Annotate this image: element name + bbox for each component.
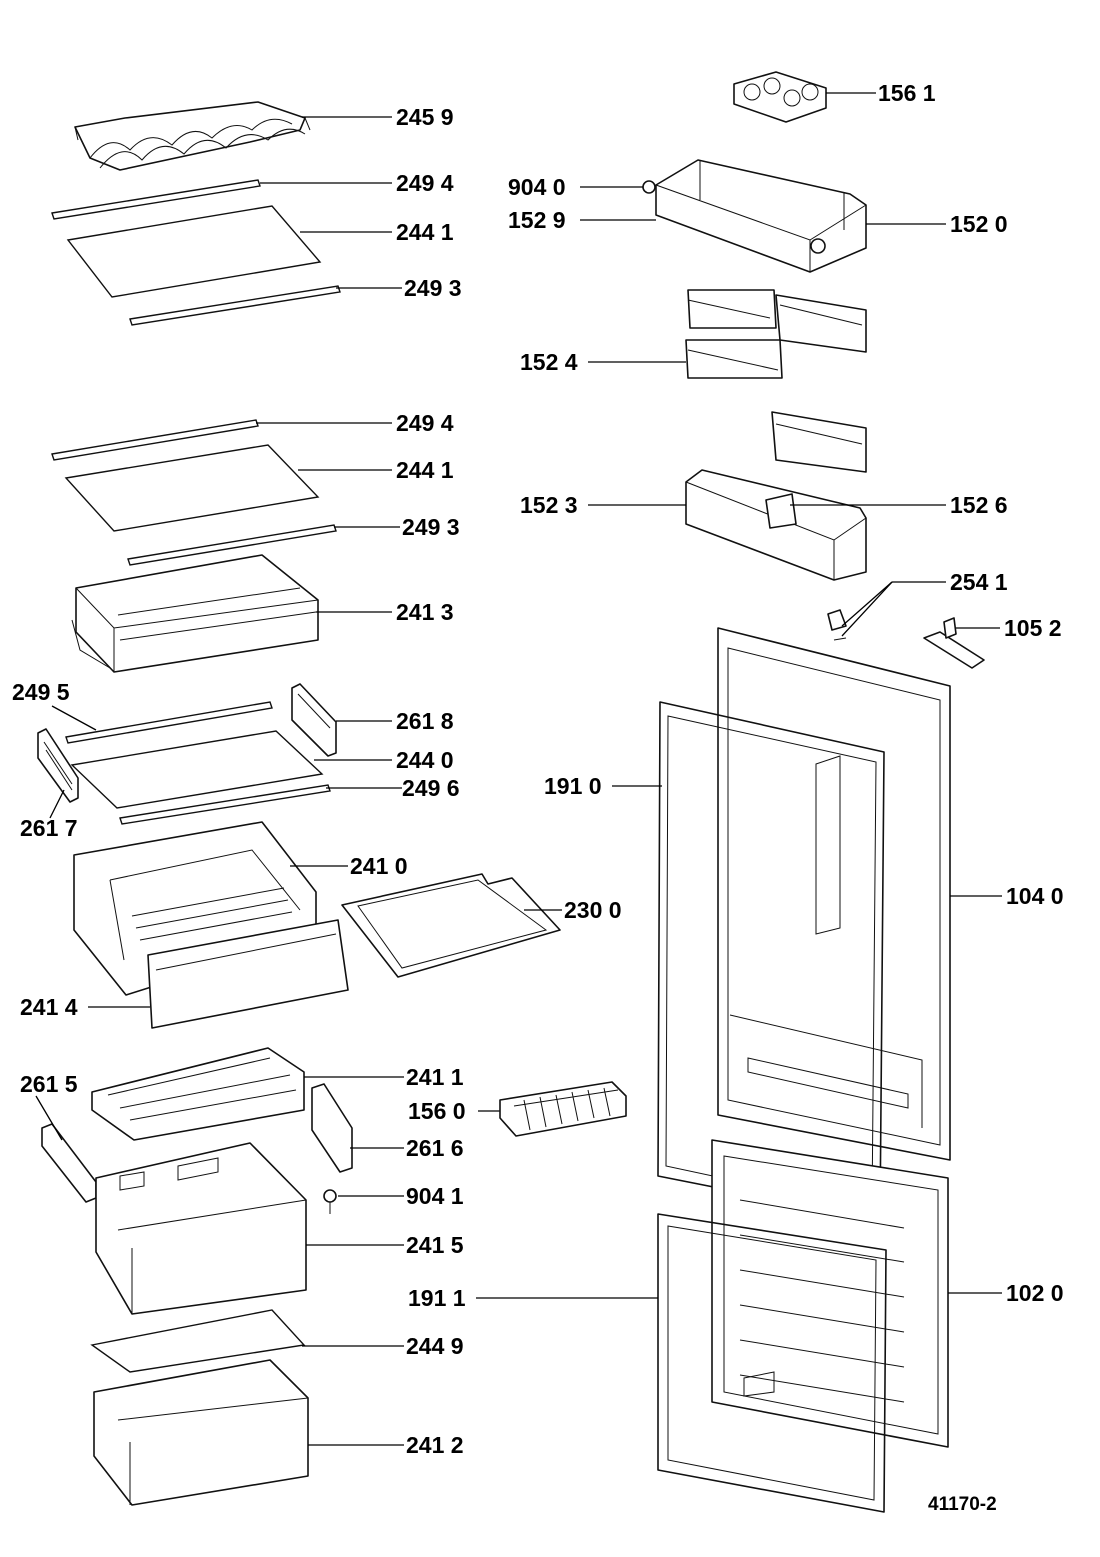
label-191-1: 191 1	[408, 1285, 466, 1311]
label-261-8: 261 8	[396, 708, 454, 734]
label-244-1-a: 244 1	[396, 219, 454, 245]
label-261-5: 261 5	[20, 1071, 78, 1097]
label-104-0: 104 0	[1006, 883, 1064, 909]
label-241-5: 241 5	[406, 1232, 464, 1258]
bottle-rack-part	[74, 101, 311, 171]
freezer-door-part	[711, 1139, 949, 1448]
shelf-trim-rear-part-3	[65, 701, 273, 744]
shelf-trim-front-part	[129, 285, 341, 326]
egg-tray-part	[733, 71, 827, 123]
label-152-6: 152 6	[950, 492, 1008, 518]
knob-part	[323, 1189, 337, 1214]
shelf-trim-rear-part-2	[51, 419, 259, 461]
glass-shelf-part-2	[64, 444, 320, 532]
label-230-0: 230 0	[564, 897, 622, 923]
shelf-trim-front-part-3	[119, 784, 331, 825]
label-904-0: 904 0	[508, 174, 566, 200]
fridge-door-part	[717, 627, 951, 1161]
label-156-0: 156 0	[408, 1098, 466, 1124]
door-bin-small-part-4	[771, 411, 867, 473]
label-249-6: 249 6	[402, 775, 460, 801]
label-241-0: 241 0	[350, 853, 408, 879]
chiller-drawer-part	[71, 554, 319, 673]
balcony-divider-part	[765, 493, 797, 529]
label-249-4-a: 249 4	[396, 170, 454, 196]
label-244-0: 244 0	[396, 747, 454, 773]
label-249-4-b: 249 4	[396, 410, 454, 436]
leader-lines	[35, 92, 1002, 1446]
label-261-6: 261 6	[406, 1135, 464, 1161]
label-102-0: 102 0	[1006, 1280, 1064, 1306]
shelf-bracket-right-part	[291, 683, 337, 757]
hinge-part	[923, 617, 985, 669]
label-244-1-b: 244 1	[396, 457, 454, 483]
drawer-rail-left-part	[41, 1123, 97, 1203]
ice-tray-part	[499, 1081, 627, 1137]
hinge-cover-part	[827, 609, 847, 641]
label-249-3-b: 249 3	[402, 514, 460, 540]
freezer-drawer-part	[95, 1142, 307, 1315]
freezer-door-gasket-part	[657, 1213, 887, 1513]
label-191-0: 191 0	[544, 773, 602, 799]
crisper-front-part	[147, 919, 349, 1029]
bottom-drawer-part	[93, 1359, 309, 1506]
crisper-cover-part	[341, 873, 561, 978]
label-152-4: 152 4	[520, 349, 578, 375]
label-241-3: 241 3	[396, 599, 454, 625]
label-249-3-a: 249 3	[404, 275, 462, 301]
drawing-number: 41170-2	[928, 1494, 997, 1515]
freezer-glass-part	[90, 1309, 306, 1373]
dairy-balcony-part	[655, 159, 867, 273]
glass-shelf-part-3	[70, 730, 324, 809]
label-249-5: 249 5	[12, 679, 70, 705]
label-241-4: 241 4	[20, 994, 78, 1020]
label-244-9: 244 9	[406, 1333, 464, 1359]
label-152-3: 152 3	[520, 492, 578, 518]
part-number-labels: 245 9 249 4 244 1 249 3 249 4 244 1 249 …	[12, 80, 1064, 1515]
label-156-1: 156 1	[878, 80, 936, 106]
label-152-9: 152 9	[508, 207, 566, 233]
shelf-trim-rear-part	[51, 179, 261, 220]
clip-part	[642, 180, 656, 194]
label-904-1: 904 1	[406, 1183, 464, 1209]
label-254-1: 254 1	[950, 569, 1008, 595]
label-261-7: 261 7	[20, 815, 78, 841]
door-bin-small-part-3	[685, 339, 783, 379]
shelf-trim-front-part-2	[127, 524, 337, 566]
glass-shelf-part	[66, 205, 322, 298]
label-241-2: 241 2	[406, 1432, 464, 1458]
door-bin-small-part	[687, 289, 777, 329]
label-105-2: 105 2	[1004, 615, 1062, 641]
label-245-9: 245 9	[396, 104, 454, 130]
label-241-1: 241 1	[406, 1064, 464, 1090]
shelf-bracket-left-part	[37, 728, 79, 803]
label-152-0: 152 0	[950, 211, 1008, 237]
freezer-basket-part	[91, 1047, 305, 1141]
drawer-rail-right-part	[311, 1083, 353, 1173]
door-bin-small-part-2	[775, 294, 867, 353]
